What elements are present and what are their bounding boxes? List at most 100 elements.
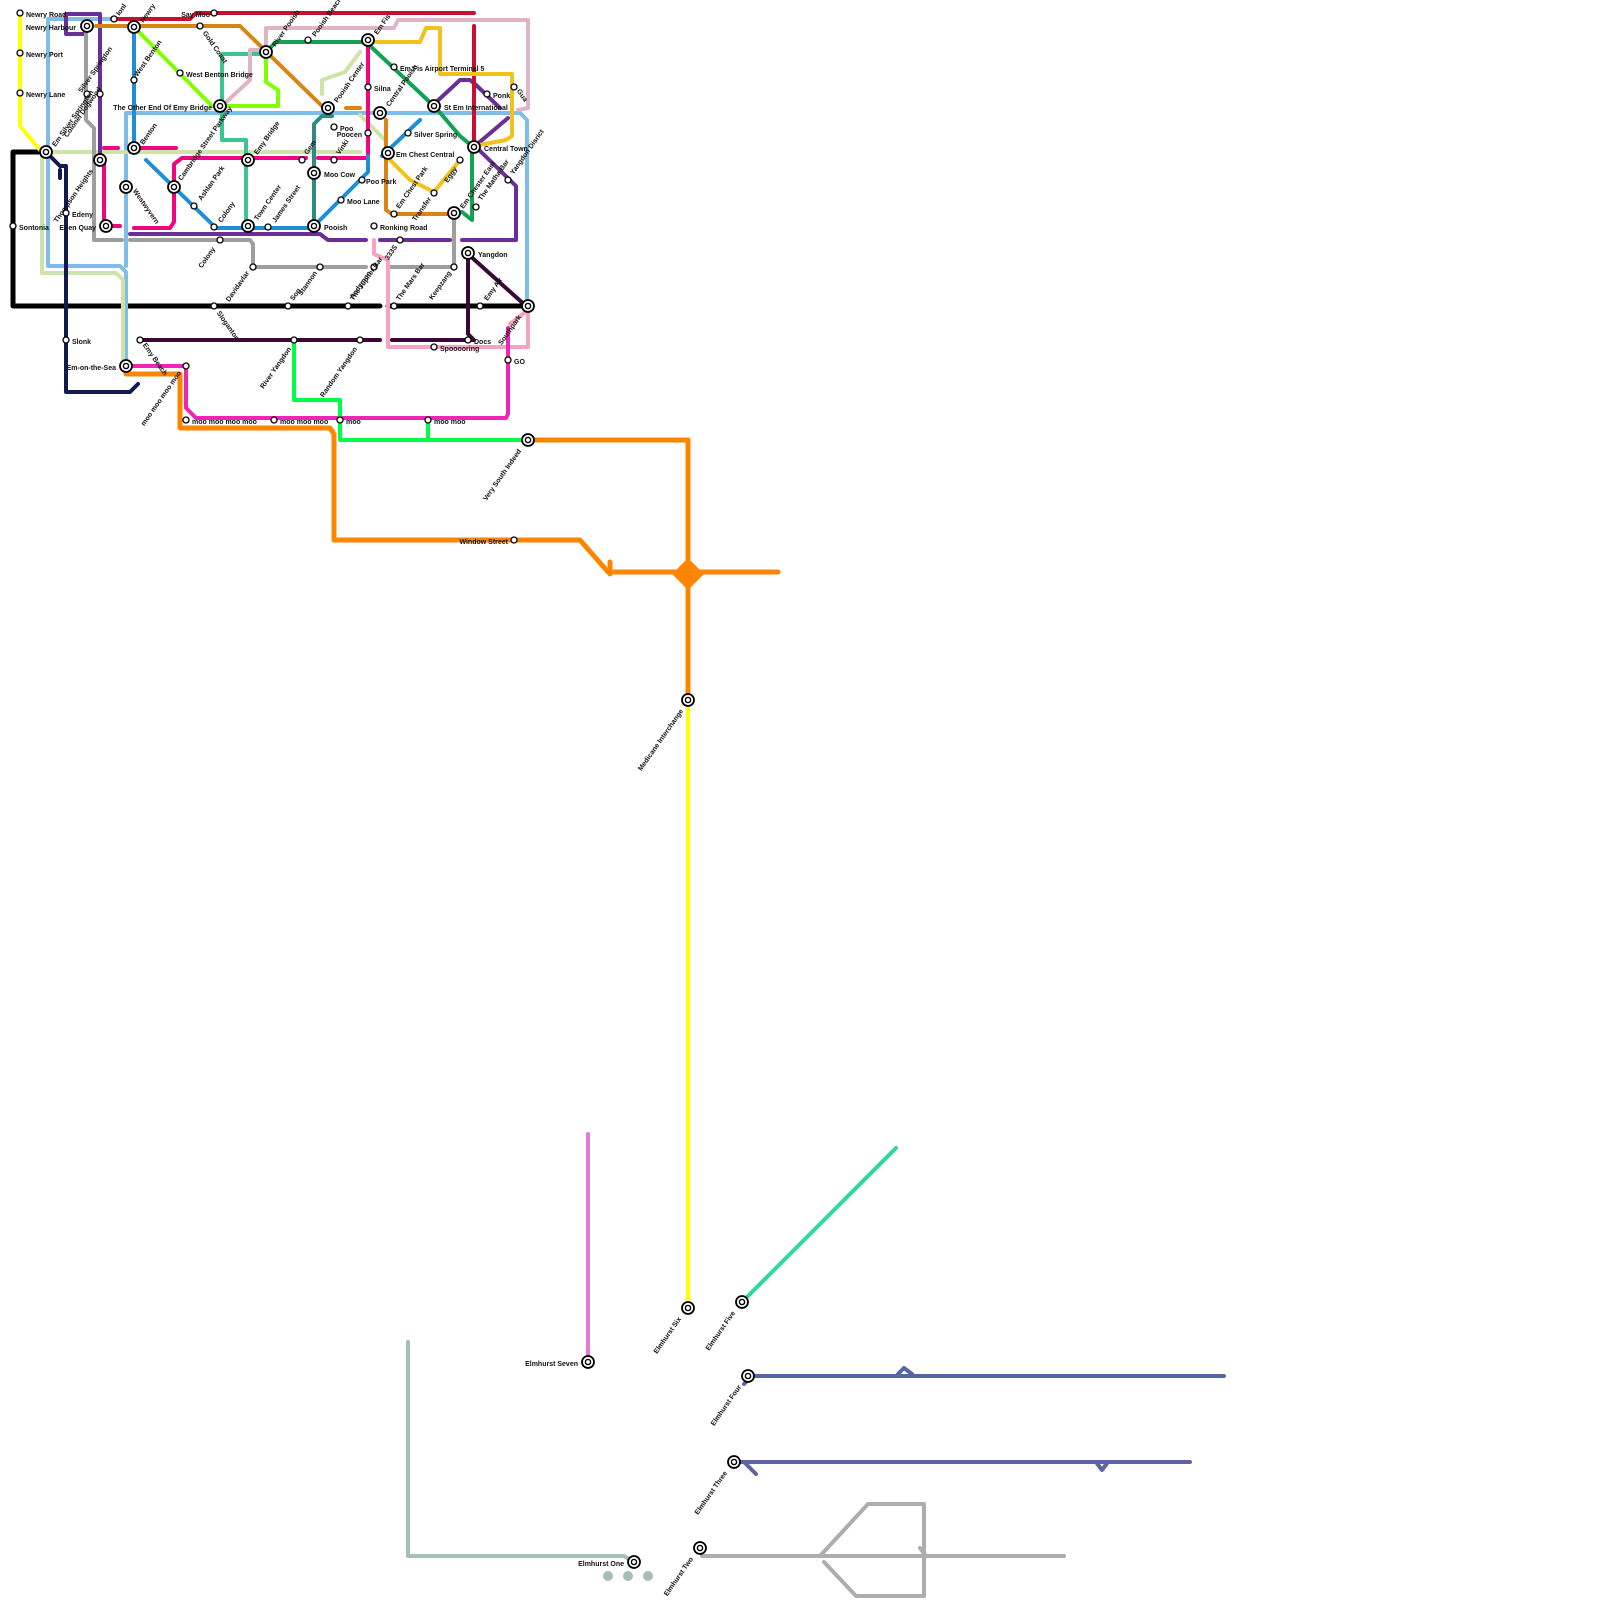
station[interactable]: Keepzang	[428, 264, 457, 301]
station[interactable]: Newry Lane	[17, 90, 65, 99]
station[interactable]: Ronking Road	[371, 223, 427, 232]
route-line-mint	[742, 1148, 896, 1302]
station[interactable]: Colony	[211, 201, 237, 230]
interchange-inner-ring	[731, 1459, 736, 1464]
station-label: Emy Air	[483, 277, 504, 303]
station[interactable]: Moo Cow	[308, 167, 356, 179]
station-icon	[191, 203, 197, 209]
station-label: Sontonia	[19, 225, 49, 232]
station[interactable]: Random Yangdon	[319, 337, 363, 399]
station[interactable]: Eggy	[444, 157, 463, 184]
station-icon	[137, 337, 143, 343]
station-label: Silver Spring	[414, 132, 457, 139]
interchange-inner-ring	[431, 103, 436, 108]
station-label: moo	[346, 419, 361, 426]
station-label: Ronking Road	[380, 225, 427, 232]
station-label: Slonk	[72, 339, 91, 346]
interchange-inner-ring	[685, 1305, 690, 1310]
interchange-inner-ring	[631, 1559, 636, 1564]
interchange-inner-ring	[123, 184, 128, 189]
station-label: Ionl	[115, 3, 128, 17]
station[interactable]: Say Moo	[181, 10, 217, 19]
station[interactable]: Medicane Interchange	[637, 694, 694, 772]
station-icon	[359, 177, 365, 183]
station-icon	[457, 157, 463, 163]
interchange-inner-ring	[131, 24, 136, 29]
interchange-inner-ring	[739, 1299, 744, 1304]
station[interactable]: Em-on-the-Sea	[67, 360, 132, 372]
station[interactable]: Em Chest Central	[382, 147, 454, 159]
interchange-inner-ring	[245, 157, 250, 162]
station-label: moo moo moo moo	[192, 419, 257, 426]
station[interactable]: Newry Port	[17, 50, 64, 59]
station[interactable]: James Street	[265, 184, 303, 230]
station[interactable]: Transfer	[412, 190, 437, 223]
station[interactable]: Newry Harbour	[26, 20, 93, 32]
station-icon	[365, 84, 371, 90]
station[interactable]: Elmhurst Four	[710, 1370, 754, 1427]
station[interactable]: Elmhurst Six	[653, 1302, 694, 1355]
station[interactable]: Yangdon	[462, 247, 508, 259]
station-label: Sloganton	[215, 310, 240, 342]
station-icon	[111, 16, 117, 22]
station[interactable]: Very South Indeed	[482, 434, 534, 502]
interchange-inner-ring	[525, 303, 530, 308]
station-label: Poocen	[337, 132, 362, 139]
station[interactable]: Davidavlar	[225, 264, 256, 303]
station-icon	[17, 50, 23, 56]
station-icon	[10, 223, 16, 229]
station[interactable]: Town Center	[242, 184, 283, 232]
station-icon	[250, 264, 256, 270]
station-label: Newry Port	[26, 52, 64, 59]
station-icon	[337, 417, 343, 423]
interchange-inner-ring	[685, 697, 690, 702]
station-icon	[177, 70, 183, 76]
station-icon	[391, 303, 397, 309]
station[interactable]: West Benton Bridge	[177, 70, 253, 79]
station[interactable]: Newry Road	[17, 10, 66, 19]
station-label: West Benton Bridge	[186, 72, 253, 79]
route-lines	[13, 13, 1224, 1596]
station-label: St Em International	[444, 105, 508, 112]
station-icon	[357, 337, 363, 343]
station-label: Stannon	[297, 270, 319, 297]
station[interactable]: Elmhurst Two	[663, 1542, 706, 1598]
station[interactable]: moo moo moo	[271, 417, 328, 426]
station[interactable]: Em Fis Airport Terminal 5	[391, 64, 485, 73]
station-label: Central Town	[484, 146, 528, 153]
station[interactable]: Poo Park	[359, 177, 396, 186]
station[interactable]: Sloganton	[211, 303, 240, 342]
orange-junction-diamond	[672, 558, 704, 590]
station[interactable]: Gold Coast	[197, 23, 228, 65]
station[interactable]: Pooish Beach	[305, 0, 344, 43]
station[interactable]: Emy Beach	[137, 337, 168, 377]
station-label: 333S	[384, 244, 399, 262]
station[interactable]: moo moo	[425, 417, 466, 426]
station-label: Say Moo	[181, 12, 210, 19]
route-line-yellow-newry	[20, 13, 40, 150]
station[interactable]: Cambridge Street Parkway	[168, 105, 234, 193]
station-icon	[473, 204, 479, 210]
interchange-inner-ring	[377, 110, 382, 115]
station[interactable]: Poocen	[337, 130, 371, 139]
route-line-slate-blue-2	[736, 1462, 1190, 1474]
station-label: Spooooring	[440, 346, 479, 353]
station[interactable]: The Jupiter Bar	[345, 256, 385, 309]
station[interactable]: moo moo moo moo	[183, 417, 257, 426]
station-label: GO	[514, 359, 525, 366]
station[interactable]: Ashlan Park	[191, 165, 226, 209]
station[interactable]: Pooish	[308, 220, 347, 232]
station-label: River Yangdon	[259, 346, 293, 390]
station[interactable]: River Yangdon	[259, 337, 297, 390]
station-label: Silna	[374, 86, 391, 93]
station[interactable]: Elmhurst Three	[694, 1456, 740, 1516]
station[interactable]: Elmhurst Seven	[525, 1356, 594, 1368]
station-icon	[17, 90, 23, 96]
route-line-silver	[702, 1504, 1064, 1596]
station[interactable]: Silver Spring	[405, 130, 457, 139]
station-icon	[391, 211, 397, 217]
station[interactable]: Docs	[465, 337, 491, 346]
station[interactable]: Sontonia	[10, 223, 49, 232]
station-label: Colony	[198, 246, 217, 270]
station[interactable]: Elmhurst Five	[705, 1296, 748, 1352]
